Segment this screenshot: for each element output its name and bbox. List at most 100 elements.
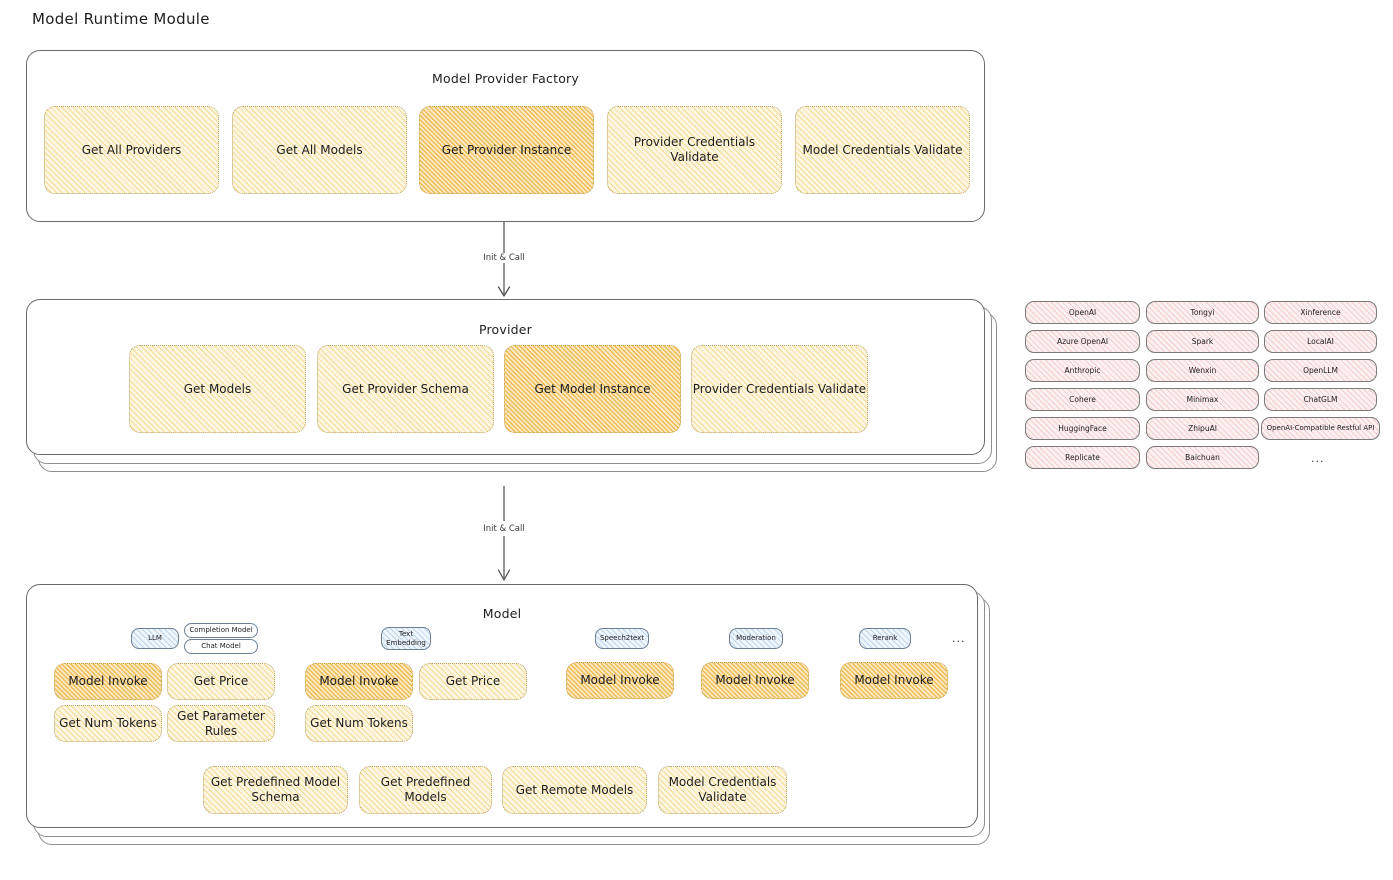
model-common-op-model-credentials-validate[interactable]: Model Credentials Validate <box>658 766 787 814</box>
provider-chip-label: OpenAI-Compatible Restful API <box>1266 424 1375 433</box>
model-type-label: Rerank <box>872 634 898 643</box>
provider-chip-minimax[interactable]: Minimax <box>1146 388 1259 411</box>
provider-chip-label: Xinference <box>1300 307 1341 317</box>
provider-chip-label: Minimax <box>1186 394 1219 404</box>
model-type-badge-text-embedding[interactable]: Text Embedding <box>381 627 431 650</box>
op-label: Model Invoke <box>715 673 795 687</box>
provider-chip-wenxin[interactable]: Wenxin <box>1146 359 1259 382</box>
model-type-badge-rerank[interactable]: Rerank <box>859 628 911 649</box>
provider-chip-label: Baichuan <box>1185 452 1220 462</box>
model-title: Model <box>482 606 522 621</box>
provider-chip-replicate[interactable]: Replicate <box>1025 446 1140 469</box>
model-common-op-get-remote-models[interactable]: Get Remote Models <box>502 766 647 814</box>
op-label: Get Predefined Models <box>380 775 471 804</box>
factory-title: Model Provider Factory <box>431 71 579 86</box>
provider-chip-label: Anthropic <box>1064 365 1101 375</box>
provider-card-get-models[interactable]: Get Models <box>129 345 306 433</box>
llm-op-model-invoke[interactable]: Model Invoke <box>54 663 162 700</box>
provider-card-label: Get Model Instance <box>534 381 651 396</box>
op-label: Model Invoke <box>854 673 934 687</box>
model-common-op-get-predefined-model-schema[interactable]: Get Predefined Model Schema <box>203 766 348 814</box>
arrow-label-init-call-1: Init & Call <box>483 253 525 263</box>
provider-card-label: Get Provider Schema <box>342 381 469 396</box>
provider-chip-azure-openai[interactable]: Azure OpenAI <box>1025 330 1140 353</box>
provider-chip-label: Replicate <box>1065 452 1100 462</box>
speech2text-op-model-invoke[interactable]: Model Invoke <box>566 662 674 699</box>
text-embedding-op-get-price[interactable]: Get Price <box>419 663 527 700</box>
factory-card-get-provider-instance[interactable]: Get Provider Instance <box>419 106 594 194</box>
model-subtype-badge-chat-model[interactable]: Chat Model <box>184 639 258 654</box>
provider-chip-label: HuggingFace <box>1058 423 1107 433</box>
op-label: Get Predefined Model Schema <box>210 775 341 804</box>
provider-chip-label: Tongyi <box>1190 307 1215 317</box>
provider-chip-label: ChatGLM <box>1303 394 1338 404</box>
provider-card-provider-credentials-validate[interactable]: Provider Credentials Validate <box>691 345 868 433</box>
op-label: Get Price <box>193 674 249 688</box>
provider-card-get-model-instance[interactable]: Get Model Instance <box>504 345 681 433</box>
model-common-op-get-predefined-models[interactable]: Get Predefined Models <box>359 766 492 814</box>
provider-chip-openllm[interactable]: OpenLLM <box>1264 359 1377 382</box>
provider-chip-label: Cohere <box>1069 394 1096 404</box>
provider-chip-openai-compatible-restful-api[interactable]: OpenAI-Compatible Restful API <box>1261 417 1380 440</box>
op-label: Get Price <box>445 674 501 688</box>
text-embedding-op-get-num-tokens[interactable]: Get Num Tokens <box>305 705 413 742</box>
provider-chip-tongyi[interactable]: Tongyi <box>1146 301 1259 324</box>
provider-chip-cohere[interactable]: Cohere <box>1025 388 1140 411</box>
model-subtype-label: Chat Model <box>201 642 241 651</box>
provider-title: Provider <box>478 322 533 337</box>
llm-op-get-num-tokens[interactable]: Get Num Tokens <box>54 705 162 742</box>
arrow-provider-to-model <box>497 486 511 581</box>
arrow-label-init-call-2: Init & Call <box>483 524 525 534</box>
factory-card-get-all-models[interactable]: Get All Models <box>232 106 407 194</box>
llm-op-get-parameter-rules[interactable]: Get Parameter Rules <box>167 705 275 742</box>
factory-card-model-credentials-validate[interactable]: Model Credentials Validate <box>795 106 970 194</box>
provider-card-label: Get Models <box>183 381 252 396</box>
model-type-badge-moderation[interactable]: Moderation <box>729 628 783 649</box>
model-subtype-label: Completion Model <box>189 626 253 635</box>
provider-chip-label: Spark <box>1191 336 1214 346</box>
provider-chip-xinference[interactable]: Xinference <box>1264 301 1377 324</box>
op-label: Model Invoke <box>68 674 148 688</box>
provider-chip-label: Azure OpenAI <box>1056 336 1109 346</box>
text-embedding-op-model-invoke[interactable]: Model Invoke <box>305 663 413 700</box>
op-label: Model Invoke <box>580 673 660 687</box>
arrow-factory-to-provider <box>497 222 511 297</box>
provider-chip-label: LocalAI <box>1307 336 1334 346</box>
page-title: Model Runtime Module <box>32 10 210 28</box>
moderation-op-model-invoke[interactable]: Model Invoke <box>701 662 809 699</box>
provider-card-get-provider-schema[interactable]: Get Provider Schema <box>317 345 494 433</box>
provider-chip-zhipuai[interactable]: ZhipuAI <box>1146 417 1259 440</box>
model-type-badge-llm[interactable]: LLM <box>131 628 179 649</box>
provider-card-label: Provider Credentials Validate <box>692 381 867 396</box>
provider-chip-localai[interactable]: LocalAI <box>1264 330 1377 353</box>
model-type-badge-speech2text[interactable]: Speech2text <box>595 628 649 649</box>
rerank-op-model-invoke[interactable]: Model Invoke <box>840 662 948 699</box>
op-label: Get Remote Models <box>515 782 634 797</box>
provider-chip-label: OpenAI <box>1068 307 1097 317</box>
factory-card-label: Get All Providers <box>81 142 182 157</box>
op-label: Get Num Tokens <box>310 716 408 730</box>
provider-chip-label: Wenxin <box>1188 365 1217 375</box>
model-subtype-badge-completion-model[interactable]: Completion Model <box>184 623 258 638</box>
factory-card-get-all-providers[interactable]: Get All Providers <box>44 106 219 194</box>
provider-chip-chatglm[interactable]: ChatGLM <box>1264 388 1377 411</box>
factory-card-label: Model Credentials Validate <box>802 142 963 157</box>
factory-card-provider-credentials-validate[interactable]: Provider Credentials Validate <box>607 106 782 194</box>
provider-chip-openai[interactable]: OpenAI <box>1025 301 1140 324</box>
factory-card-label: Provider Credentials Validate <box>633 135 756 164</box>
op-label: Model Invoke <box>319 674 399 688</box>
provider-chip-baichuan[interactable]: Baichuan <box>1146 446 1259 469</box>
provider-chip-spark[interactable]: Spark <box>1146 330 1259 353</box>
provider-chip-huggingface[interactable]: HuggingFace <box>1025 417 1140 440</box>
model-type-label: LLM <box>148 634 162 643</box>
factory-card-label: Get Provider Instance <box>441 142 572 157</box>
provider-chip-anthropic[interactable]: Anthropic <box>1025 359 1140 382</box>
provider-list-more-ellipsis: ... <box>1311 452 1325 465</box>
op-label: Model Credentials Validate <box>668 775 777 804</box>
model-type-label: Moderation <box>736 634 776 643</box>
model-types-more-ellipsis: ... <box>952 632 966 645</box>
llm-op-get-price[interactable]: Get Price <box>167 663 275 700</box>
factory-card-label: Get All Models <box>276 142 363 157</box>
op-label: Get Num Tokens <box>59 716 157 730</box>
